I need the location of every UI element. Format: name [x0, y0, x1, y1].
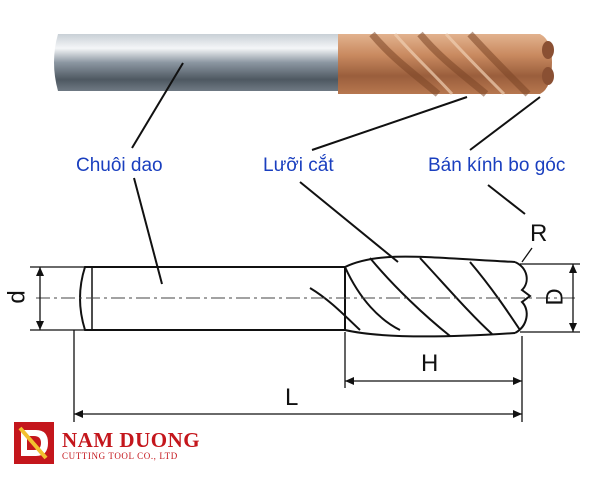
dim-D-lines	[520, 263, 580, 333]
label-shank: Chuôi dao	[76, 155, 163, 176]
dim-L-lines	[73, 330, 522, 422]
flute-outline	[309, 255, 532, 338]
dim-label-d: d	[3, 290, 31, 304]
brand-tagline: CUTTING TOOL CO., LTD	[62, 451, 178, 461]
shank-outline	[79, 266, 346, 331]
dim-label-H: H	[421, 350, 439, 377]
technical-drawing	[30, 247, 580, 422]
label-corner-radius: Bán kính bo góc	[428, 155, 566, 176]
nam-duong-logo-mark	[14, 422, 54, 464]
label-cutting-edge: Lưỡi cắt	[263, 155, 334, 176]
end-mill-photo	[54, 31, 554, 97]
dim-d-lines	[30, 266, 85, 331]
dim-label-D: D	[541, 288, 569, 306]
brand-block: NAM DUONG CUTTING TOOL CO., LTD	[62, 428, 200, 461]
brand-name: NAM DUONG	[62, 428, 201, 452]
dim-H-lines	[344, 332, 523, 422]
shank-photo	[54, 34, 338, 91]
dim-label-R: R	[530, 220, 548, 247]
dim-label-L: L	[285, 384, 299, 411]
